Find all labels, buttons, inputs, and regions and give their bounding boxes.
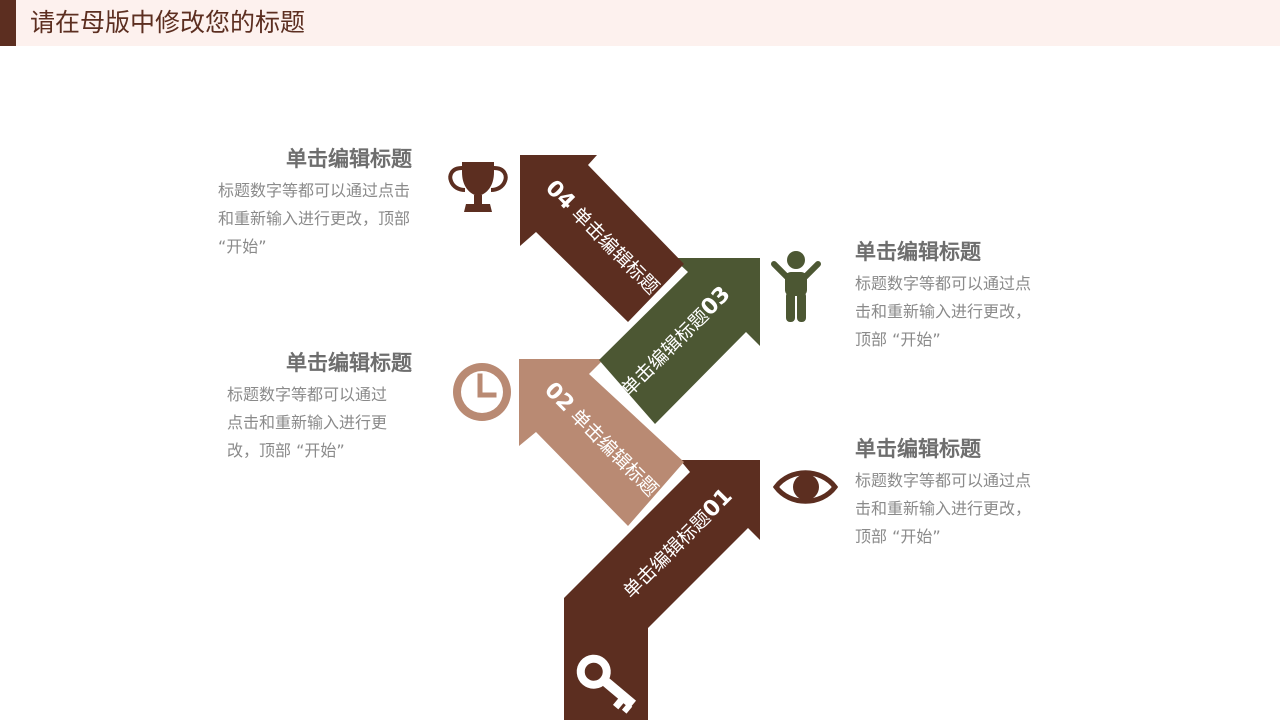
step-01-desc: 标题数字等都可以通过点 击和重新输入进行更改， 顶部 “开始” — [855, 467, 1065, 551]
text-block-04: 单击编辑标题 标题数字等都可以通过点击 和重新输入进行更改，顶部 “开始” — [218, 145, 412, 261]
step-03-desc-line: 顶部 “开始” — [855, 330, 941, 349]
arrow-04 — [520, 155, 684, 322]
step-04-desc-line: “开始” — [218, 237, 267, 256]
step-03-desc-line: 击和重新输入进行更改， — [855, 302, 1032, 321]
step-02-desc-line: 点击和重新输入进行更 — [227, 413, 388, 432]
person-icon — [771, 251, 821, 322]
page-title: 请在母版中修改您的标题 — [30, 8, 306, 37]
step-04-desc-line: 标题数字等都可以通过点击 — [218, 181, 411, 200]
step-02-title: 单击编辑标题 — [286, 351, 412, 375]
eye-icon — [772, 470, 839, 504]
step-01-desc-line: 顶部 “开始” — [855, 527, 941, 546]
text-block-03: 单击编辑标题 标题数字等都可以通过点 击和重新输入进行更改， 顶部 “开始” — [855, 238, 1065, 354]
trophy-icon — [448, 162, 508, 212]
step-02-desc-line: 改，顶部 “开始” — [227, 441, 345, 460]
step-03-title: 单击编辑标题 — [855, 240, 981, 264]
step-04-desc: 标题数字等都可以通过点击 和重新输入进行更改，顶部 “开始” — [218, 177, 412, 261]
arrow-03 — [599, 258, 760, 424]
text-block-01: 单击编辑标题 标题数字等都可以通过点 击和重新输入进行更改， 顶部 “开始” — [855, 435, 1065, 551]
header-bar — [0, 0, 1280, 46]
clock-icon — [453, 363, 511, 421]
step-02-desc-line: 标题数字等都可以通过 — [227, 385, 388, 404]
step-01-title: 单击编辑标题 — [855, 437, 981, 461]
arrow-01 — [564, 460, 760, 720]
step-03-desc: 标题数字等都可以通过点 击和重新输入进行更改， 顶部 “开始” — [855, 270, 1065, 354]
step-01-desc-line: 击和重新输入进行更改， — [855, 499, 1032, 518]
step-02-desc: 标题数字等都可以通过 点击和重新输入进行更 改，顶部 “开始” — [227, 381, 412, 465]
key-icon — [576, 654, 637, 714]
step-04-title: 单击编辑标题 — [286, 147, 412, 171]
step-01-desc-line: 标题数字等都可以通过点 — [855, 471, 1032, 490]
arrow-02 — [519, 359, 684, 526]
text-block-02: 单击编辑标题 标题数字等都可以通过 点击和重新输入进行更 改，顶部 “开始” — [227, 349, 412, 465]
header-accent — [0, 0, 16, 46]
step-03-desc-line: 标题数字等都可以通过点 — [855, 274, 1032, 293]
step-04-desc-line: 和重新输入进行更改，顶部 — [218, 209, 411, 228]
